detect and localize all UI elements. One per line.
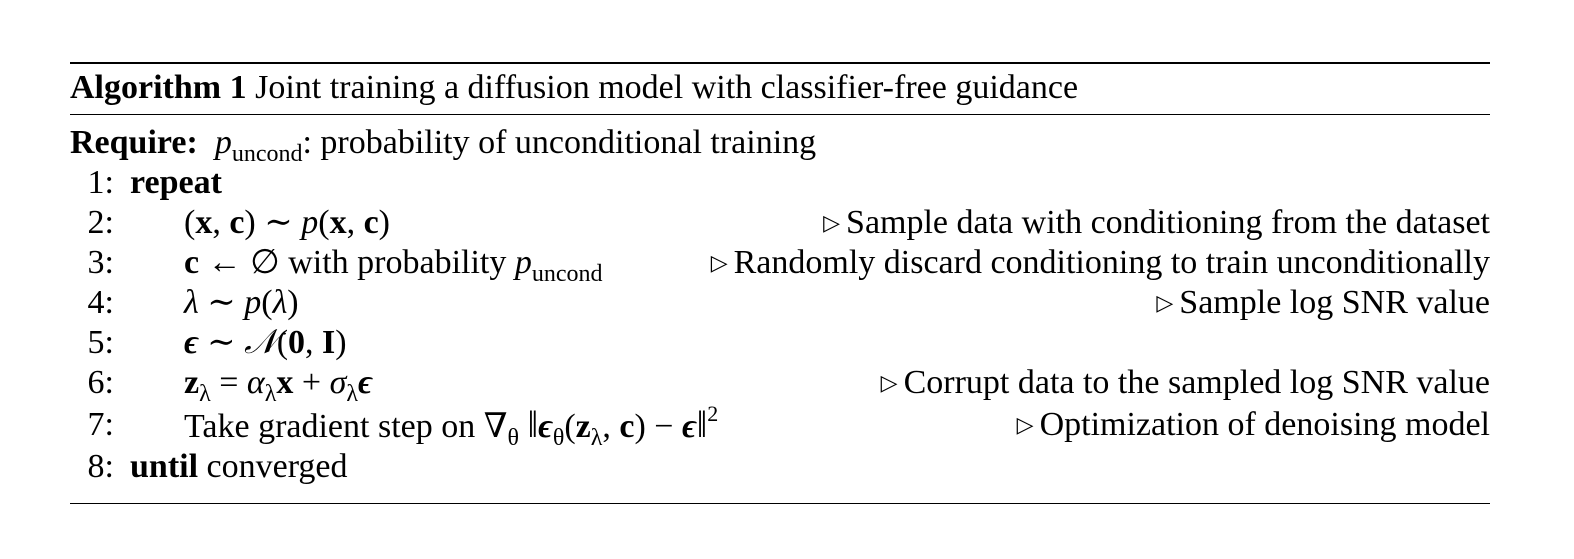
step-3: 3: c ← ∅ with probability puncond ▷Rando…	[70, 243, 1490, 287]
step-6: 6: zλ = αλx + σλϵ ▷Corrupt data to the s…	[70, 363, 1490, 407]
step-3-text: with probability	[279, 244, 515, 281]
step-4: 4: λ ∼ p(λ) ▷Sample log SNR value	[70, 283, 1490, 323]
require-var-sub: uncond	[231, 141, 303, 167]
algorithm-label: Algorithm 1	[70, 69, 247, 106]
comment-text: Randomly discard conditioning to train u…	[733, 244, 1490, 281]
step-number: 5:	[87, 324, 114, 361]
repeat-keyword: repeat	[130, 164, 222, 201]
step-7-comment: ▷Optimization of denoising model	[1017, 403, 1490, 447]
step-3-formula: c ← ∅ with probability puncond	[184, 244, 603, 287]
comment-text: Optimization of denoising model	[1039, 406, 1490, 443]
step-5: 5: ϵ ∼ 𝒩(0, I)	[70, 323, 1490, 363]
step-2-comment: ▷Sample data with conditioning from the …	[823, 203, 1490, 243]
step-number: 7:	[87, 406, 114, 443]
step-number: 1:	[87, 164, 114, 201]
top-rule	[70, 62, 1490, 64]
step-number: 2:	[87, 204, 114, 241]
step-number: 4:	[87, 284, 114, 321]
step-6-comment: ▷Corrupt data to the sampled log SNR val…	[881, 363, 1490, 403]
until-keyword: until	[130, 448, 199, 485]
comment-text: Sample log SNR value	[1179, 284, 1490, 321]
step-5-formula: ϵ ∼ 𝒩(0, I)	[184, 324, 347, 361]
step-3-comment: ▷Randomly discard conditioning to train …	[711, 243, 1490, 283]
require-line: Require: puncond: probability of uncondi…	[70, 123, 1490, 166]
step-2-formula: (x, c) ∼ p(x, c)	[184, 204, 390, 241]
require-label: Require:	[70, 124, 198, 161]
step-8-text: converged	[198, 448, 348, 485]
right-triangle-icon: ▷	[1156, 290, 1174, 315]
step-7-text: Take gradient step on	[184, 408, 484, 445]
step-4-comment: ▷Sample log SNR value	[1156, 283, 1490, 323]
step-2: 2: (x, c) ∼ p(x, c) ▷Sample data with co…	[70, 203, 1490, 243]
caption-rule	[70, 114, 1490, 115]
right-triangle-icon: ▷	[710, 250, 728, 275]
require-text: : probability of unconditional training	[302, 124, 817, 161]
step-6-formula: zλ = αλx + σλϵ	[184, 364, 373, 407]
step-number: 8:	[87, 448, 114, 485]
step-number: 6:	[87, 364, 114, 401]
step-3-var-sub: uncond	[531, 261, 603, 287]
comment-text: Sample data with conditioning from the d…	[846, 204, 1490, 241]
require-var: p	[214, 124, 232, 161]
step-7-formula: Take gradient step on ∇θ ‖ϵθ(zλ, c) − ϵ‖…	[184, 401, 719, 451]
bottom-rule	[70, 503, 1490, 504]
algorithm-title: Joint training a diffusion model with cl…	[255, 69, 1079, 106]
algorithm-block: Algorithm 1 Joint training a diffusion m…	[70, 62, 1490, 504]
step-8: 8: until converged	[70, 447, 1490, 487]
algorithm-caption: Algorithm 1 Joint training a diffusion m…	[70, 68, 1490, 108]
step-1: 1: repeat	[70, 163, 1490, 203]
right-triangle-icon: ▷	[823, 210, 841, 235]
right-triangle-icon: ▷	[880, 370, 898, 395]
comment-text: Corrupt data to the sampled log SNR valu…	[903, 364, 1490, 401]
step-4-formula: λ ∼ p(λ)	[184, 284, 299, 321]
step-8-statement: until converged	[130, 447, 348, 487]
step-7: 7: Take gradient step on ∇θ ‖ϵθ(zλ, c) −…	[70, 401, 1490, 451]
step-number: 3:	[87, 244, 114, 281]
algorithm-body: Require: puncond: probability of uncondi…	[70, 123, 1490, 487]
right-triangle-icon: ▷	[1016, 412, 1034, 437]
